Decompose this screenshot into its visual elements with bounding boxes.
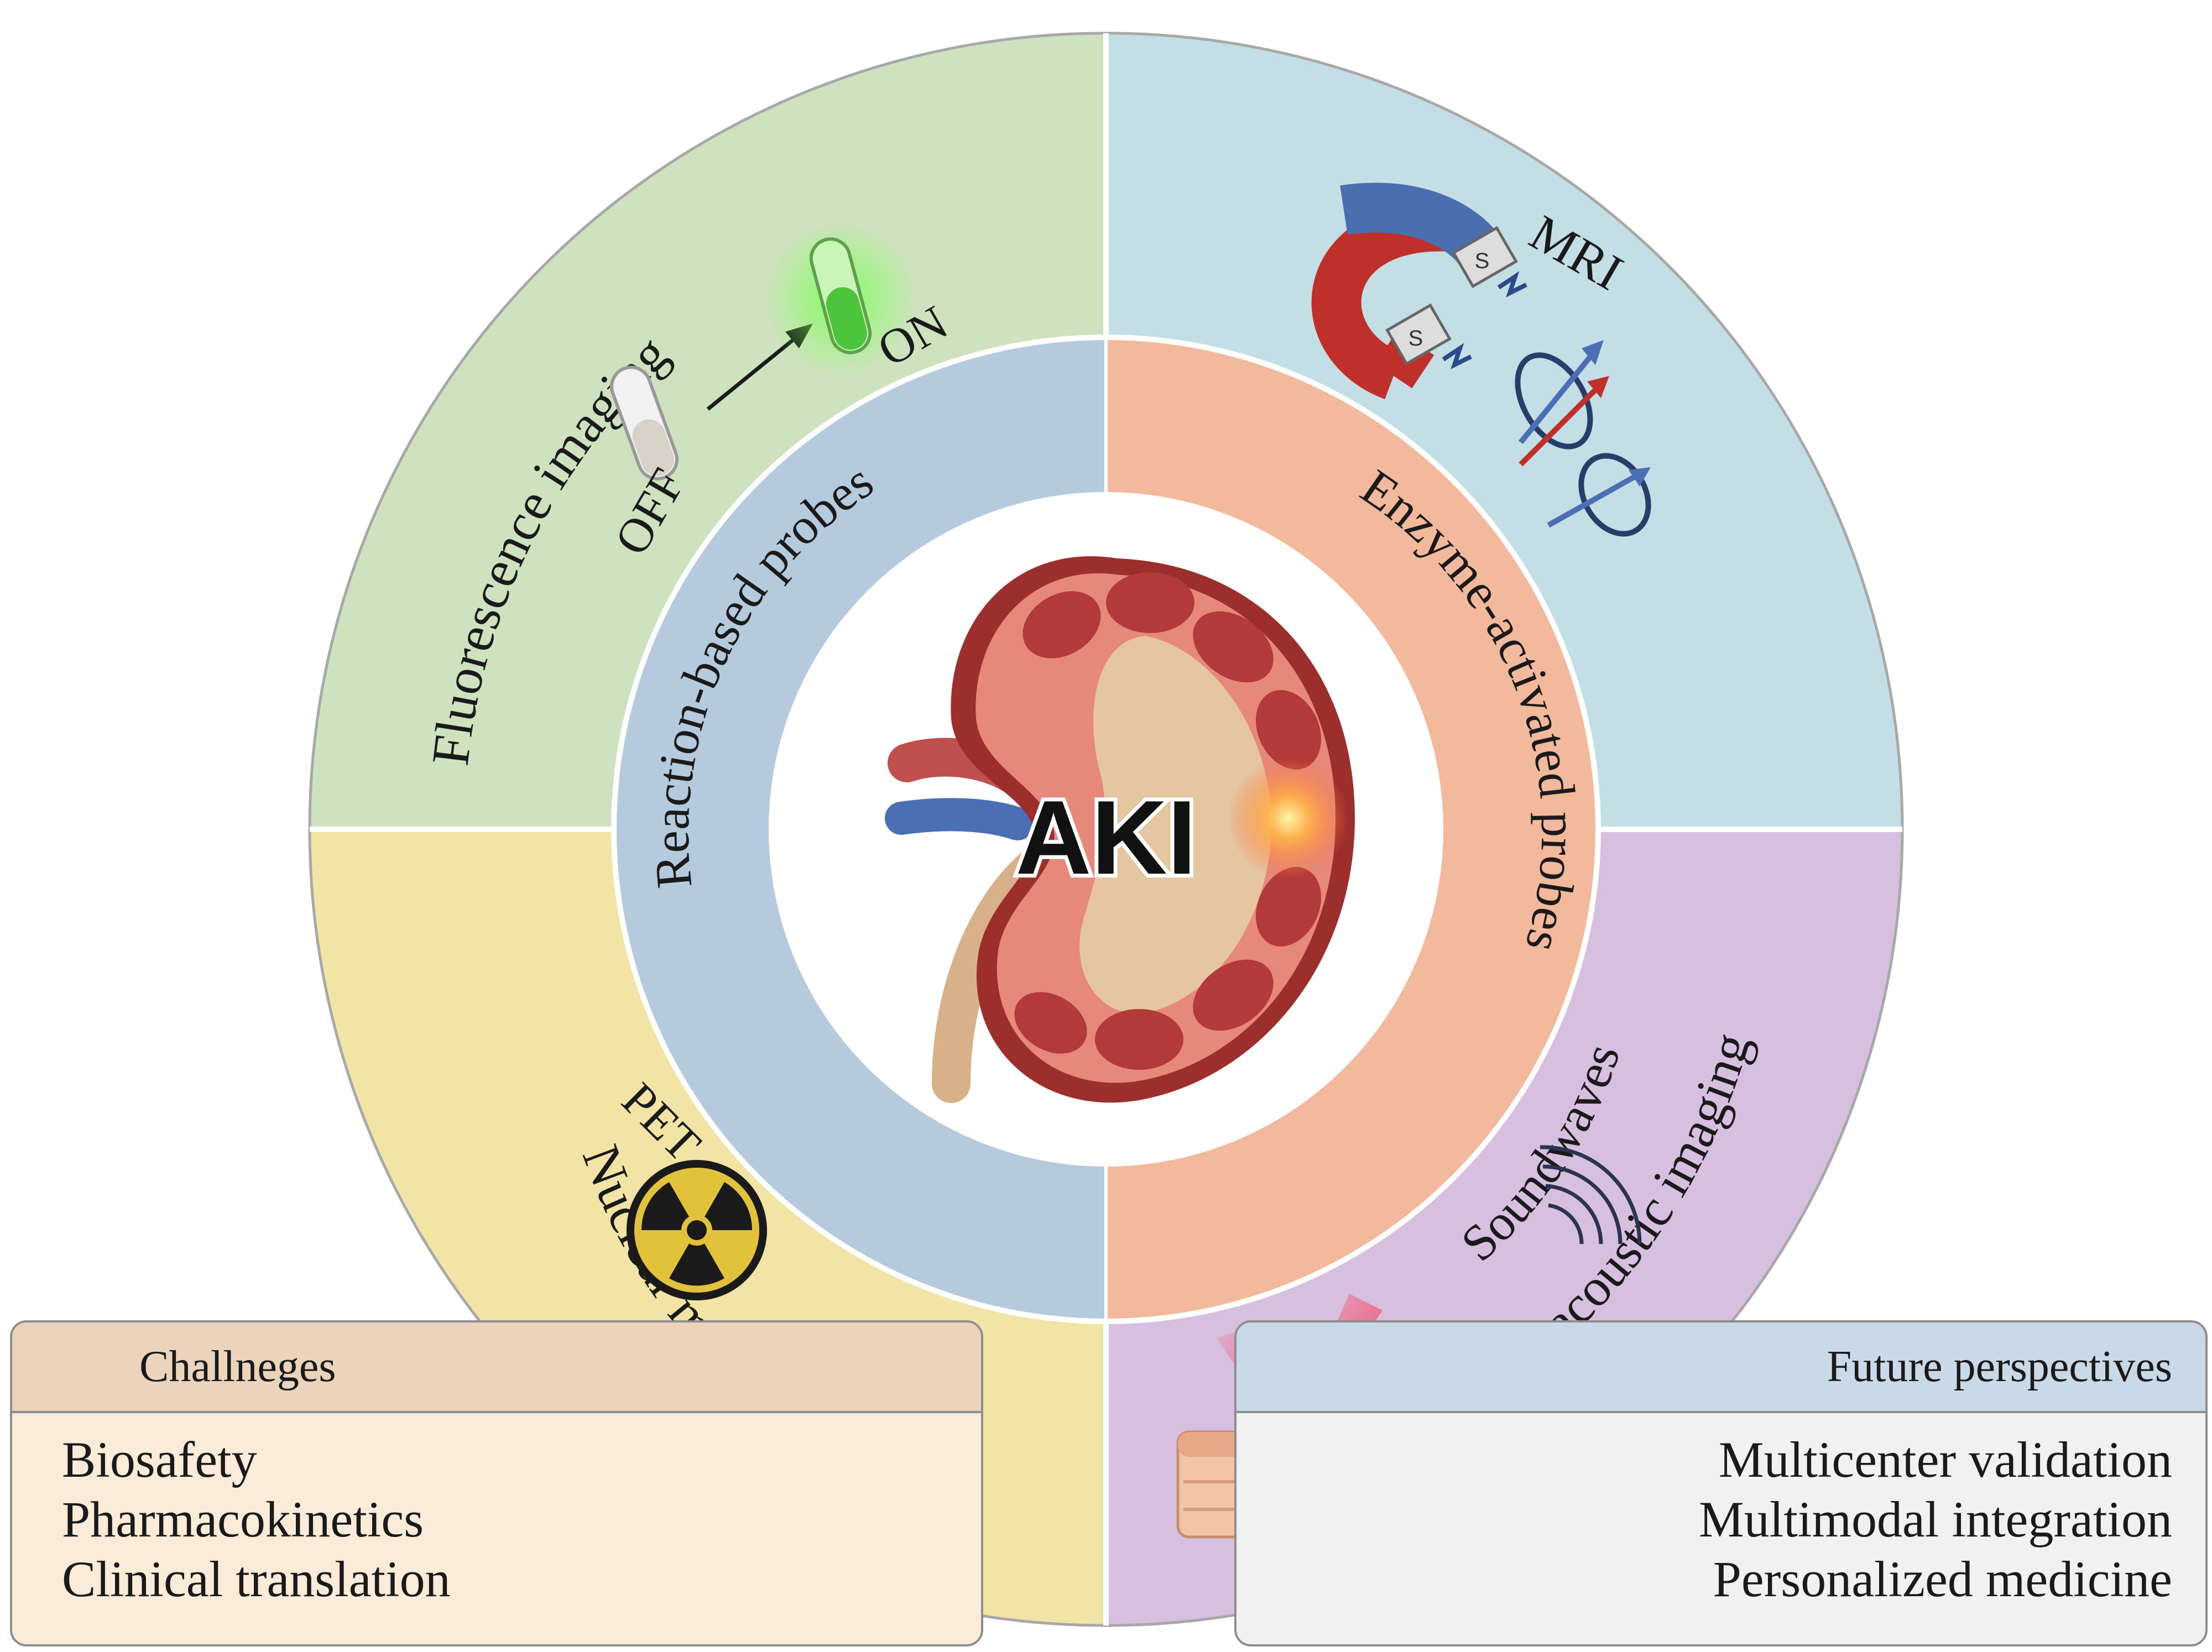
renal-vein <box>885 798 1034 840</box>
challenges-box: Challneges Biosafety Pharmacokinetics Cl… <box>10 1320 983 1646</box>
center-label: AKI <box>1015 779 1196 896</box>
future-item: Multicenter validation <box>1718 1431 2172 1488</box>
challenge-item: Biosafety <box>62 1431 257 1488</box>
signal-spark-icon-2 <box>1497 271 1527 297</box>
radiation-icon <box>627 1160 767 1300</box>
kidney-illustration <box>885 556 1355 1103</box>
challenge-item: Pharmacokinetics <box>62 1491 424 1548</box>
magnet-icon: S S <box>1311 182 1518 400</box>
tube-off-icon <box>610 365 679 480</box>
future-perspectives-box: Future perspectives Multicenter validati… <box>1234 1320 2208 1646</box>
soundwave-icon <box>1540 1145 1642 1245</box>
magnet-pole-label: S <box>1408 326 1423 351</box>
renal-pyramids <box>1014 572 1322 1070</box>
tube-on-icon <box>809 237 872 354</box>
challenges-header: Challneges <box>12 1322 981 1413</box>
future-item: Personalized medicine <box>1713 1551 2172 1607</box>
renal-pelvis <box>1079 636 1272 1013</box>
spin-arrows-icon <box>1515 340 1651 537</box>
activation-arrow <box>706 336 798 411</box>
future-list: Multicenter validation Multimodal integr… <box>1237 1413 2205 1609</box>
challenges-list: Biosafety Pharmacokinetics Clinical tran… <box>12 1413 981 1609</box>
inflammation-glow <box>1228 757 1349 879</box>
future-header: Future perspectives <box>1237 1322 2205 1413</box>
signal-spark-icon <box>1442 343 1472 369</box>
magnet-pole-label-2: S <box>1475 249 1490 273</box>
future-item: Multimodal integration <box>1699 1491 2172 1548</box>
challenge-item: Clinical translation <box>62 1551 451 1607</box>
